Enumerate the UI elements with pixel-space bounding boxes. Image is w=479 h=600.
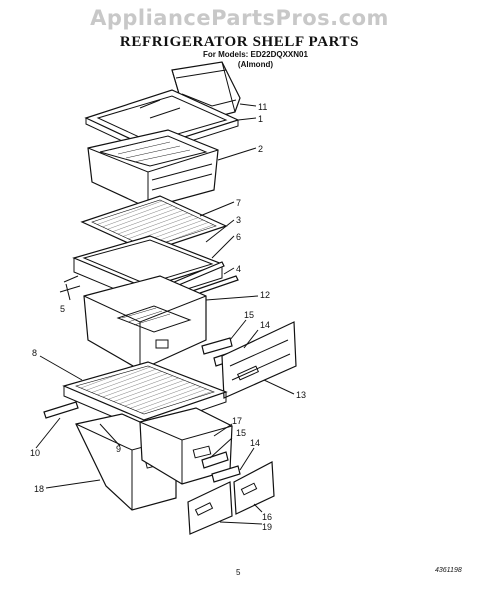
callout-7: 7 (236, 198, 241, 208)
callout-5: 5 (60, 304, 65, 314)
part-7-panel (80, 195, 228, 253)
page-number: 5 (236, 568, 241, 577)
callout-10: 10 (30, 448, 40, 458)
callout-13: 13 (296, 390, 306, 400)
part-15-14-clips-lower (201, 451, 241, 483)
color-line: (Almond) (237, 60, 274, 69)
document-number: 4361198 (435, 567, 462, 574)
callout-9: 9 (116, 444, 121, 454)
callout-6: 6 (236, 232, 241, 242)
watermark: AppliancePartsPros.com (90, 6, 389, 30)
models-line: For Models: ED22DQXXN01 (203, 50, 308, 59)
model-info: For Models: ED22DQXXN01 (Almond) (203, 50, 308, 70)
callout-8: 8 (32, 348, 37, 358)
callout-14b: 14 (250, 438, 260, 448)
callout-15a: 15 (244, 310, 254, 320)
callout-3: 3 (236, 215, 241, 225)
part-2-drawer (87, 129, 219, 209)
part-8-shelf (43, 361, 228, 431)
callout-18: 18 (34, 484, 44, 494)
leader-lines (35, 103, 295, 525)
callout-12: 12 (260, 290, 270, 300)
callout-14a: 14 (260, 320, 270, 330)
part-12-drawer (83, 275, 207, 371)
callout-15b: 15 (236, 428, 246, 438)
callout-4: 4 (236, 264, 241, 274)
callout-11: 11 (258, 102, 267, 112)
part-13-panel (221, 321, 297, 399)
callout-19: 19 (262, 522, 272, 532)
part-19-panel (187, 481, 233, 535)
callout-1: 1 (258, 114, 263, 124)
callout-labels: 11 1 2 7 3 6 4 12 5 15 14 8 13 17 15 14 … (30, 102, 306, 532)
callout-16: 16 (262, 512, 272, 522)
callout-2: 2 (258, 144, 263, 154)
diagram-title: REFRIGERATOR SHELF PARTS (119, 34, 360, 50)
callout-17: 17 (232, 416, 242, 426)
part-16-panel (233, 461, 275, 515)
